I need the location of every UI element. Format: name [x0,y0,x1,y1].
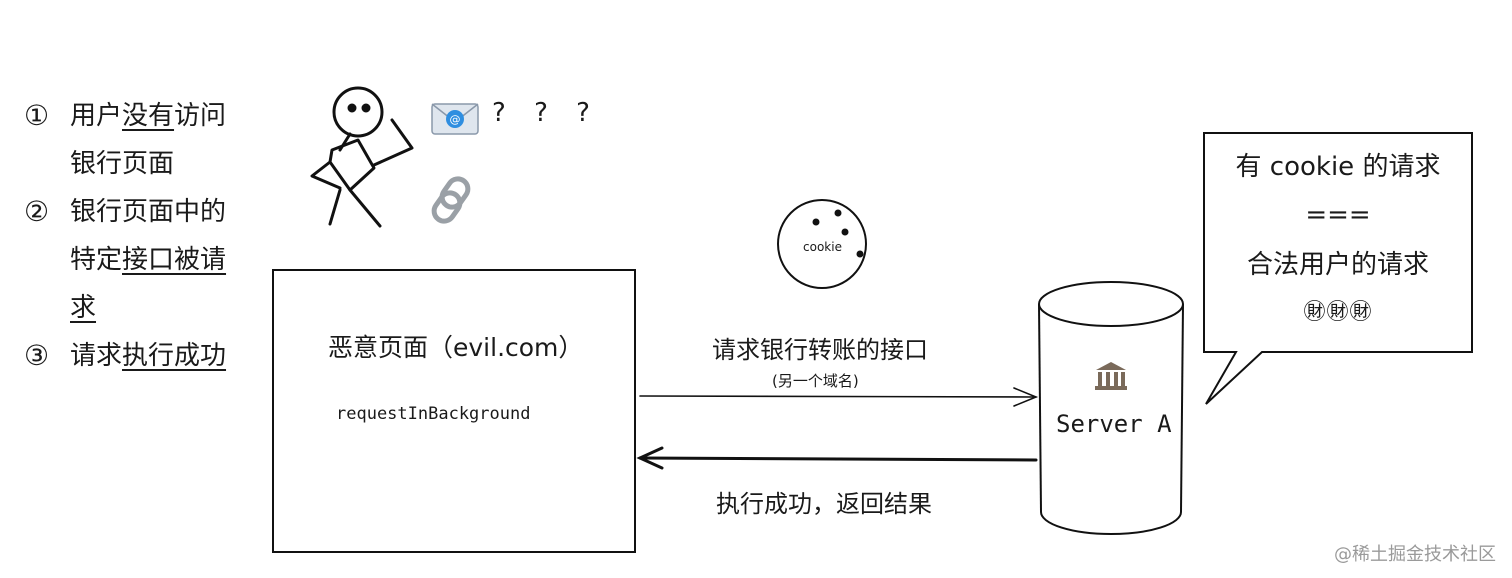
stick-figure-icon [310,86,414,228]
server-cylinder [1038,281,1184,535]
response-label: 执行成功，返回结果 [716,490,932,518]
step-text-part: 银行页面中的特定 [70,197,227,275]
svg-text:@: @ [450,113,461,126]
step-text-part: 用户 [70,101,123,131]
step-text: 银行页面中的特定接口被请求 [70,188,250,332]
question-marks: ? ? ? [492,98,600,128]
step-text: 用户没有访问银行页面 [70,92,250,188]
bank-icon [1095,362,1127,390]
bubble-line-3: 合法用户的请求 [1246,250,1429,280]
step-item: ③ 请求执行成功 [24,332,264,380]
bubble-line-4: ㊖㊖㊖ [1303,300,1373,325]
request-sublabel: (另一个域名) [772,372,859,390]
step-item: ② 银行页面中的特定接口被请求 [24,188,264,332]
step-text-part: 请求 [70,341,123,371]
step-text-part: 访问银行页面 [70,101,227,179]
response-arrow [636,446,1038,470]
cookie-label: cookie [803,240,842,254]
request-arrow [639,387,1039,407]
step-text-part: 没有 [122,101,175,131]
request-label: 请求银行转账的接口 [712,336,928,364]
watermark: @稀土掘金技术社区 [1334,544,1496,565]
step-number: ③ [24,339,50,372]
evil-page-function: requestInBackground [336,404,531,424]
speech-bubble [1203,132,1473,405]
steps-list: ① 用户没有访问银行页面 ② 银行页面中的特定接口被请求 ③ 请求执行成功 [24,92,264,380]
email-icon: @ [431,103,479,135]
evil-page-title: 恶意页面（evil.com） [328,333,584,362]
cookie-icon [777,199,867,289]
step-text: 请求执行成功 [70,332,250,380]
server-label: Server A [1056,410,1172,438]
step-text-part: 接口被请求 [70,245,227,323]
evil-page-box [272,269,636,553]
step-number: ① [24,99,50,132]
bubble-line-1: 有 cookie 的请求 [1235,152,1441,182]
step-text-part: 执行成功 [122,341,227,371]
step-number: ② [24,195,50,228]
link-icon [431,176,471,224]
bubble-line-2: === [1305,200,1371,230]
step-item: ① 用户没有访问银行页面 [24,92,264,188]
